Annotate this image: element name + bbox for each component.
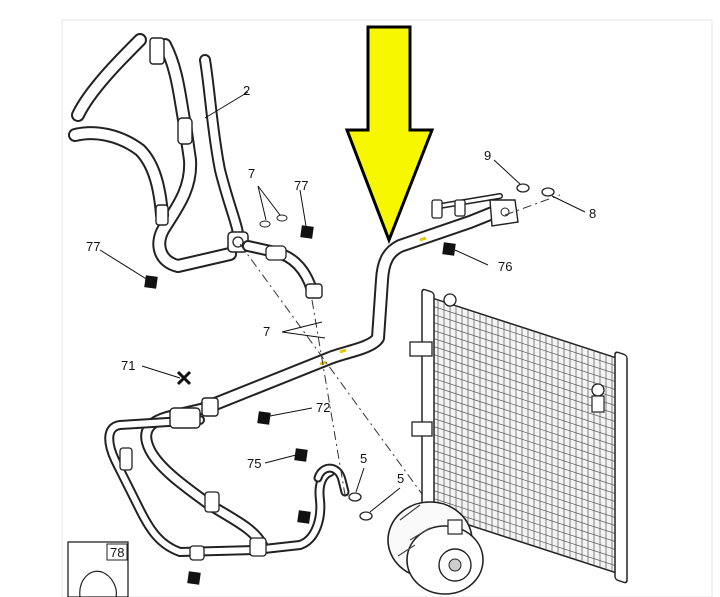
condenser-fin: [432, 473, 617, 535]
label-part-5-top: 5: [360, 451, 367, 466]
condenser-fin: [432, 457, 617, 519]
condenser-fin: [432, 321, 617, 383]
condenser-fin: [432, 313, 617, 375]
condenser-fin: [432, 417, 617, 479]
condenser-fin: [432, 433, 617, 495]
callout-markers: [144, 225, 456, 585]
condenser-fin: [432, 385, 617, 447]
label-part-7-top: 7: [248, 166, 255, 181]
compressor: [387, 501, 484, 595]
label-part-77-left: 77: [86, 239, 100, 254]
label-part-71: 71: [121, 358, 135, 373]
condenser-fin: [432, 465, 617, 527]
condenser-fin: [432, 377, 617, 439]
condenser-fin: [432, 337, 617, 399]
marker-76: [442, 242, 456, 256]
condenser-fin: [432, 361, 617, 423]
condenser-fin: [432, 489, 617, 551]
condenser: [409, 288, 628, 584]
label-part-8: 8: [589, 206, 596, 221]
condenser-fin: [432, 449, 617, 511]
condenser-fin: [432, 425, 617, 487]
marker-75-lower: [297, 510, 311, 524]
label-part-2: 2: [243, 83, 250, 98]
marker-72: [257, 411, 271, 425]
marker-75: [294, 448, 308, 462]
upper-left-hose: [68, 33, 245, 273]
condenser-fin: [432, 409, 617, 471]
condenser-fin: [432, 329, 617, 391]
main-pipe: [198, 183, 555, 415]
inset-box-78: [67, 541, 129, 597]
page-frame: [61, 19, 713, 597]
condenser-fin: [432, 401, 617, 463]
marker-77-top: [300, 225, 314, 239]
condenser-fin: [432, 441, 617, 503]
lower-hoses: [104, 397, 373, 561]
label-part-77-top: 77: [294, 178, 308, 193]
condenser-fin: [432, 345, 617, 407]
label-part-9: 9: [484, 148, 491, 163]
label-part-7-mid: 7: [263, 324, 270, 339]
leader-lines: [99, 91, 586, 513]
label-part-76: 76: [498, 259, 512, 274]
part-labels: 2 7 77 77 7 9 8 76 71 72 75 5 5 78: [86, 83, 596, 560]
marker-78-lower: [187, 571, 201, 585]
condenser-fin: [432, 369, 617, 431]
marker-77-left: [144, 275, 158, 289]
condenser-fin: [432, 393, 617, 455]
yellow-arrow-indicator: [344, 25, 435, 245]
condenser-fin: [432, 497, 617, 559]
label-part-5-right: 5: [397, 471, 404, 486]
label-part-72: 72: [316, 400, 330, 415]
label-part-75: 75: [247, 456, 261, 471]
marker-71-cross: [176, 370, 192, 386]
label-part-78: 78: [110, 545, 124, 560]
upper-connector: [227, 214, 323, 299]
condenser-fin: [432, 353, 617, 415]
condenser-fin: [432, 481, 617, 543]
condenser-fin: [432, 305, 617, 367]
axis-line-2: [311, 299, 346, 496]
